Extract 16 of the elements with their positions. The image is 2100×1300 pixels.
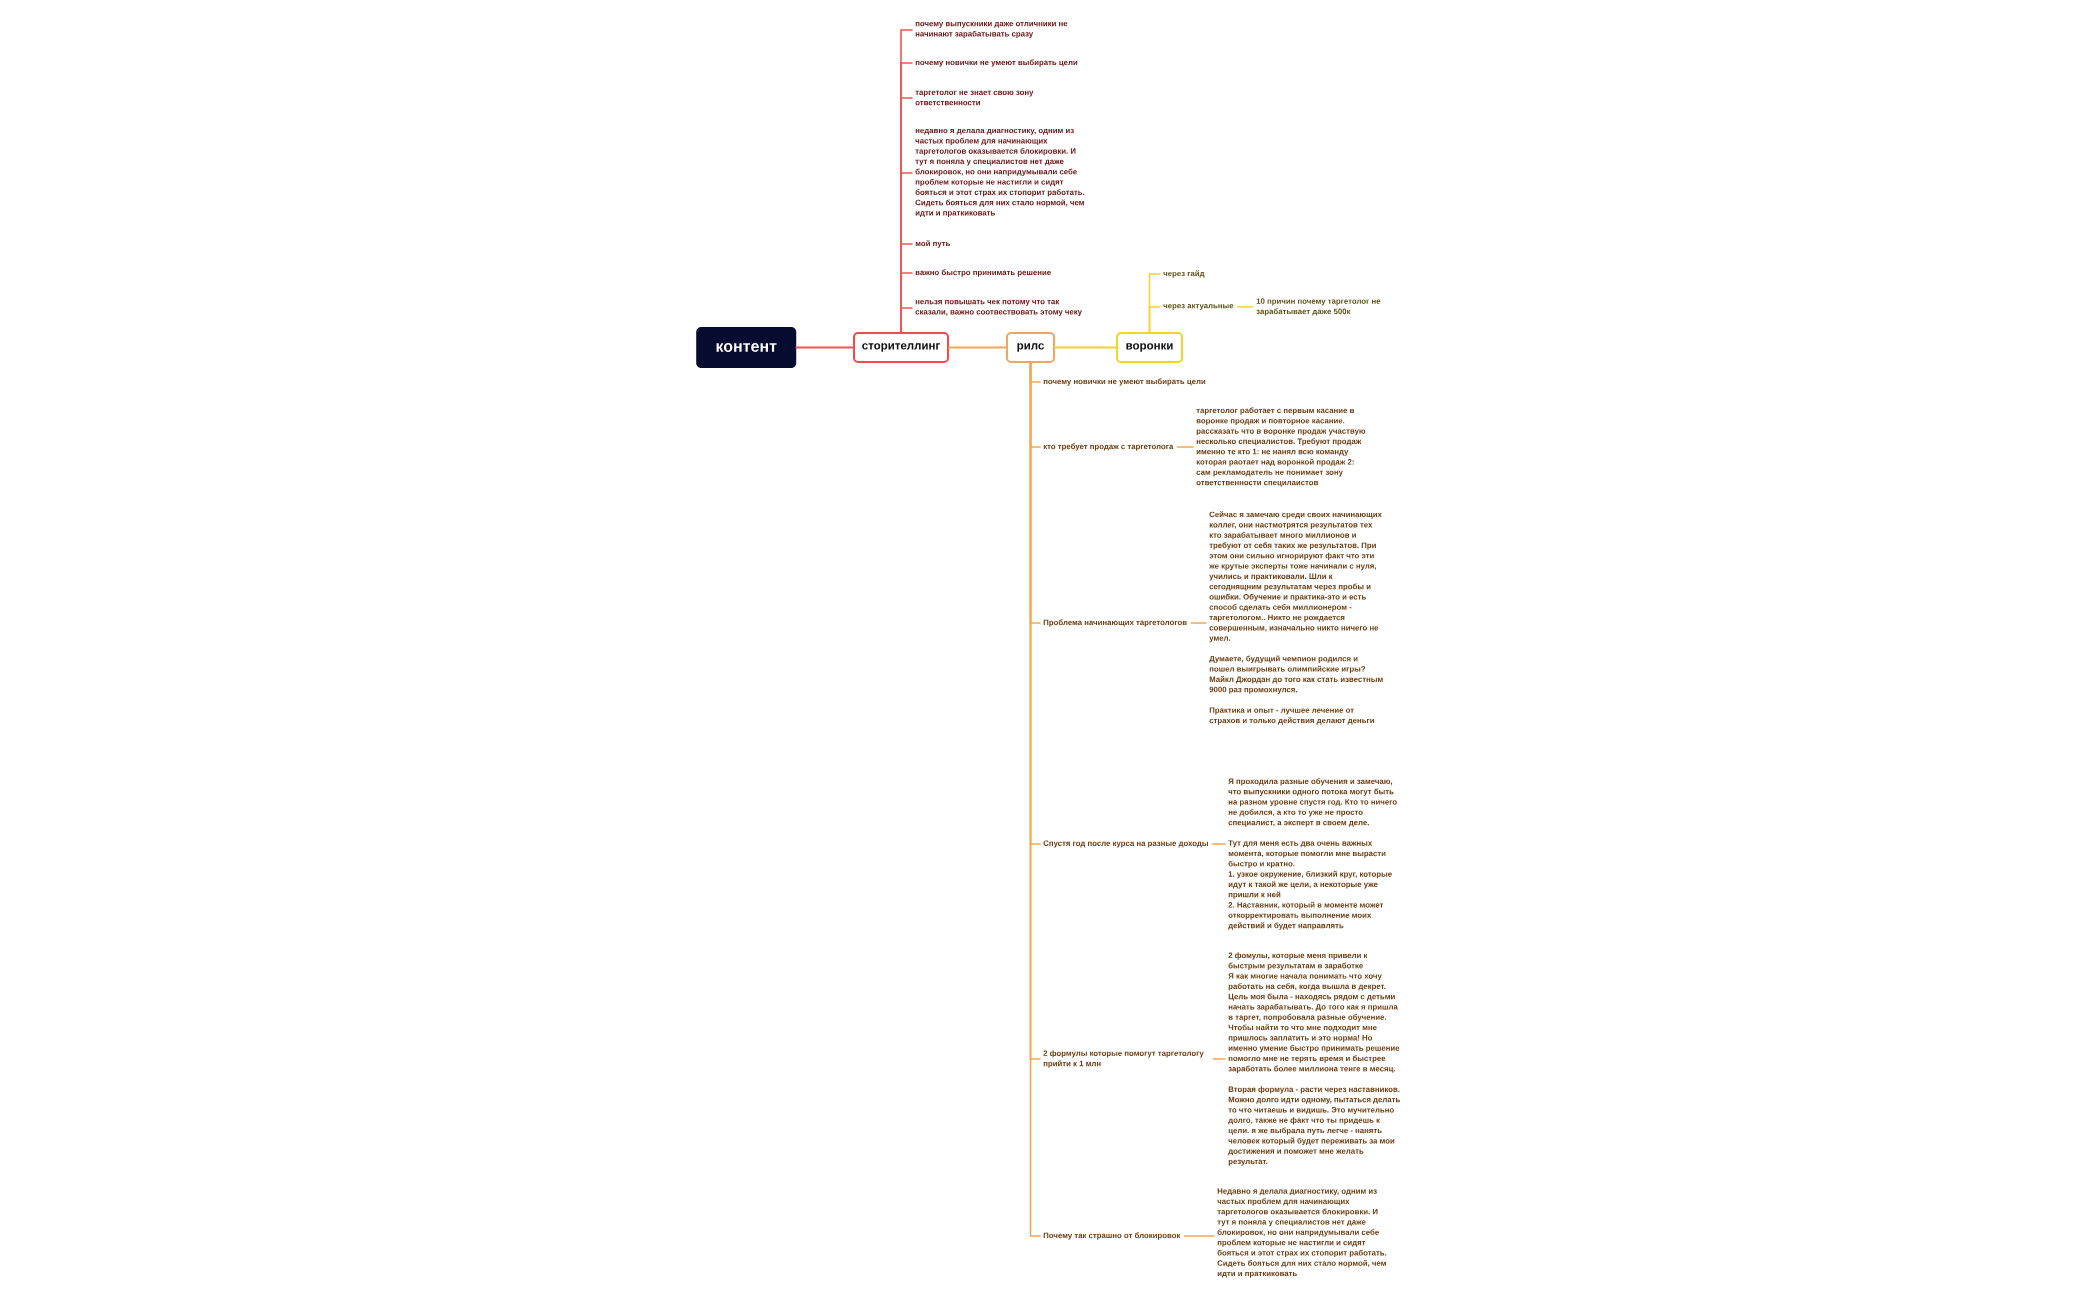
branch-line bbox=[1237, 306, 1254, 308]
central-topic-box: контент bbox=[696, 327, 797, 368]
branch-line bbox=[1054, 346, 1117, 349]
branch-line bbox=[900, 307, 913, 333]
branch-line bbox=[948, 346, 1007, 349]
topic-box: сторителлинг bbox=[853, 332, 949, 363]
branch-line bbox=[1212, 843, 1226, 845]
branch-line bbox=[1212, 1058, 1226, 1060]
branch-line bbox=[1029, 362, 1041, 1237]
branch-line bbox=[1190, 622, 1207, 624]
branch-line bbox=[1148, 306, 1161, 333]
topic-box: рилс bbox=[1006, 332, 1055, 363]
branch-line bbox=[795, 346, 854, 349]
branch-line bbox=[1183, 1235, 1215, 1237]
topic-box: воронки bbox=[1116, 332, 1183, 363]
branch-line bbox=[1176, 446, 1194, 448]
